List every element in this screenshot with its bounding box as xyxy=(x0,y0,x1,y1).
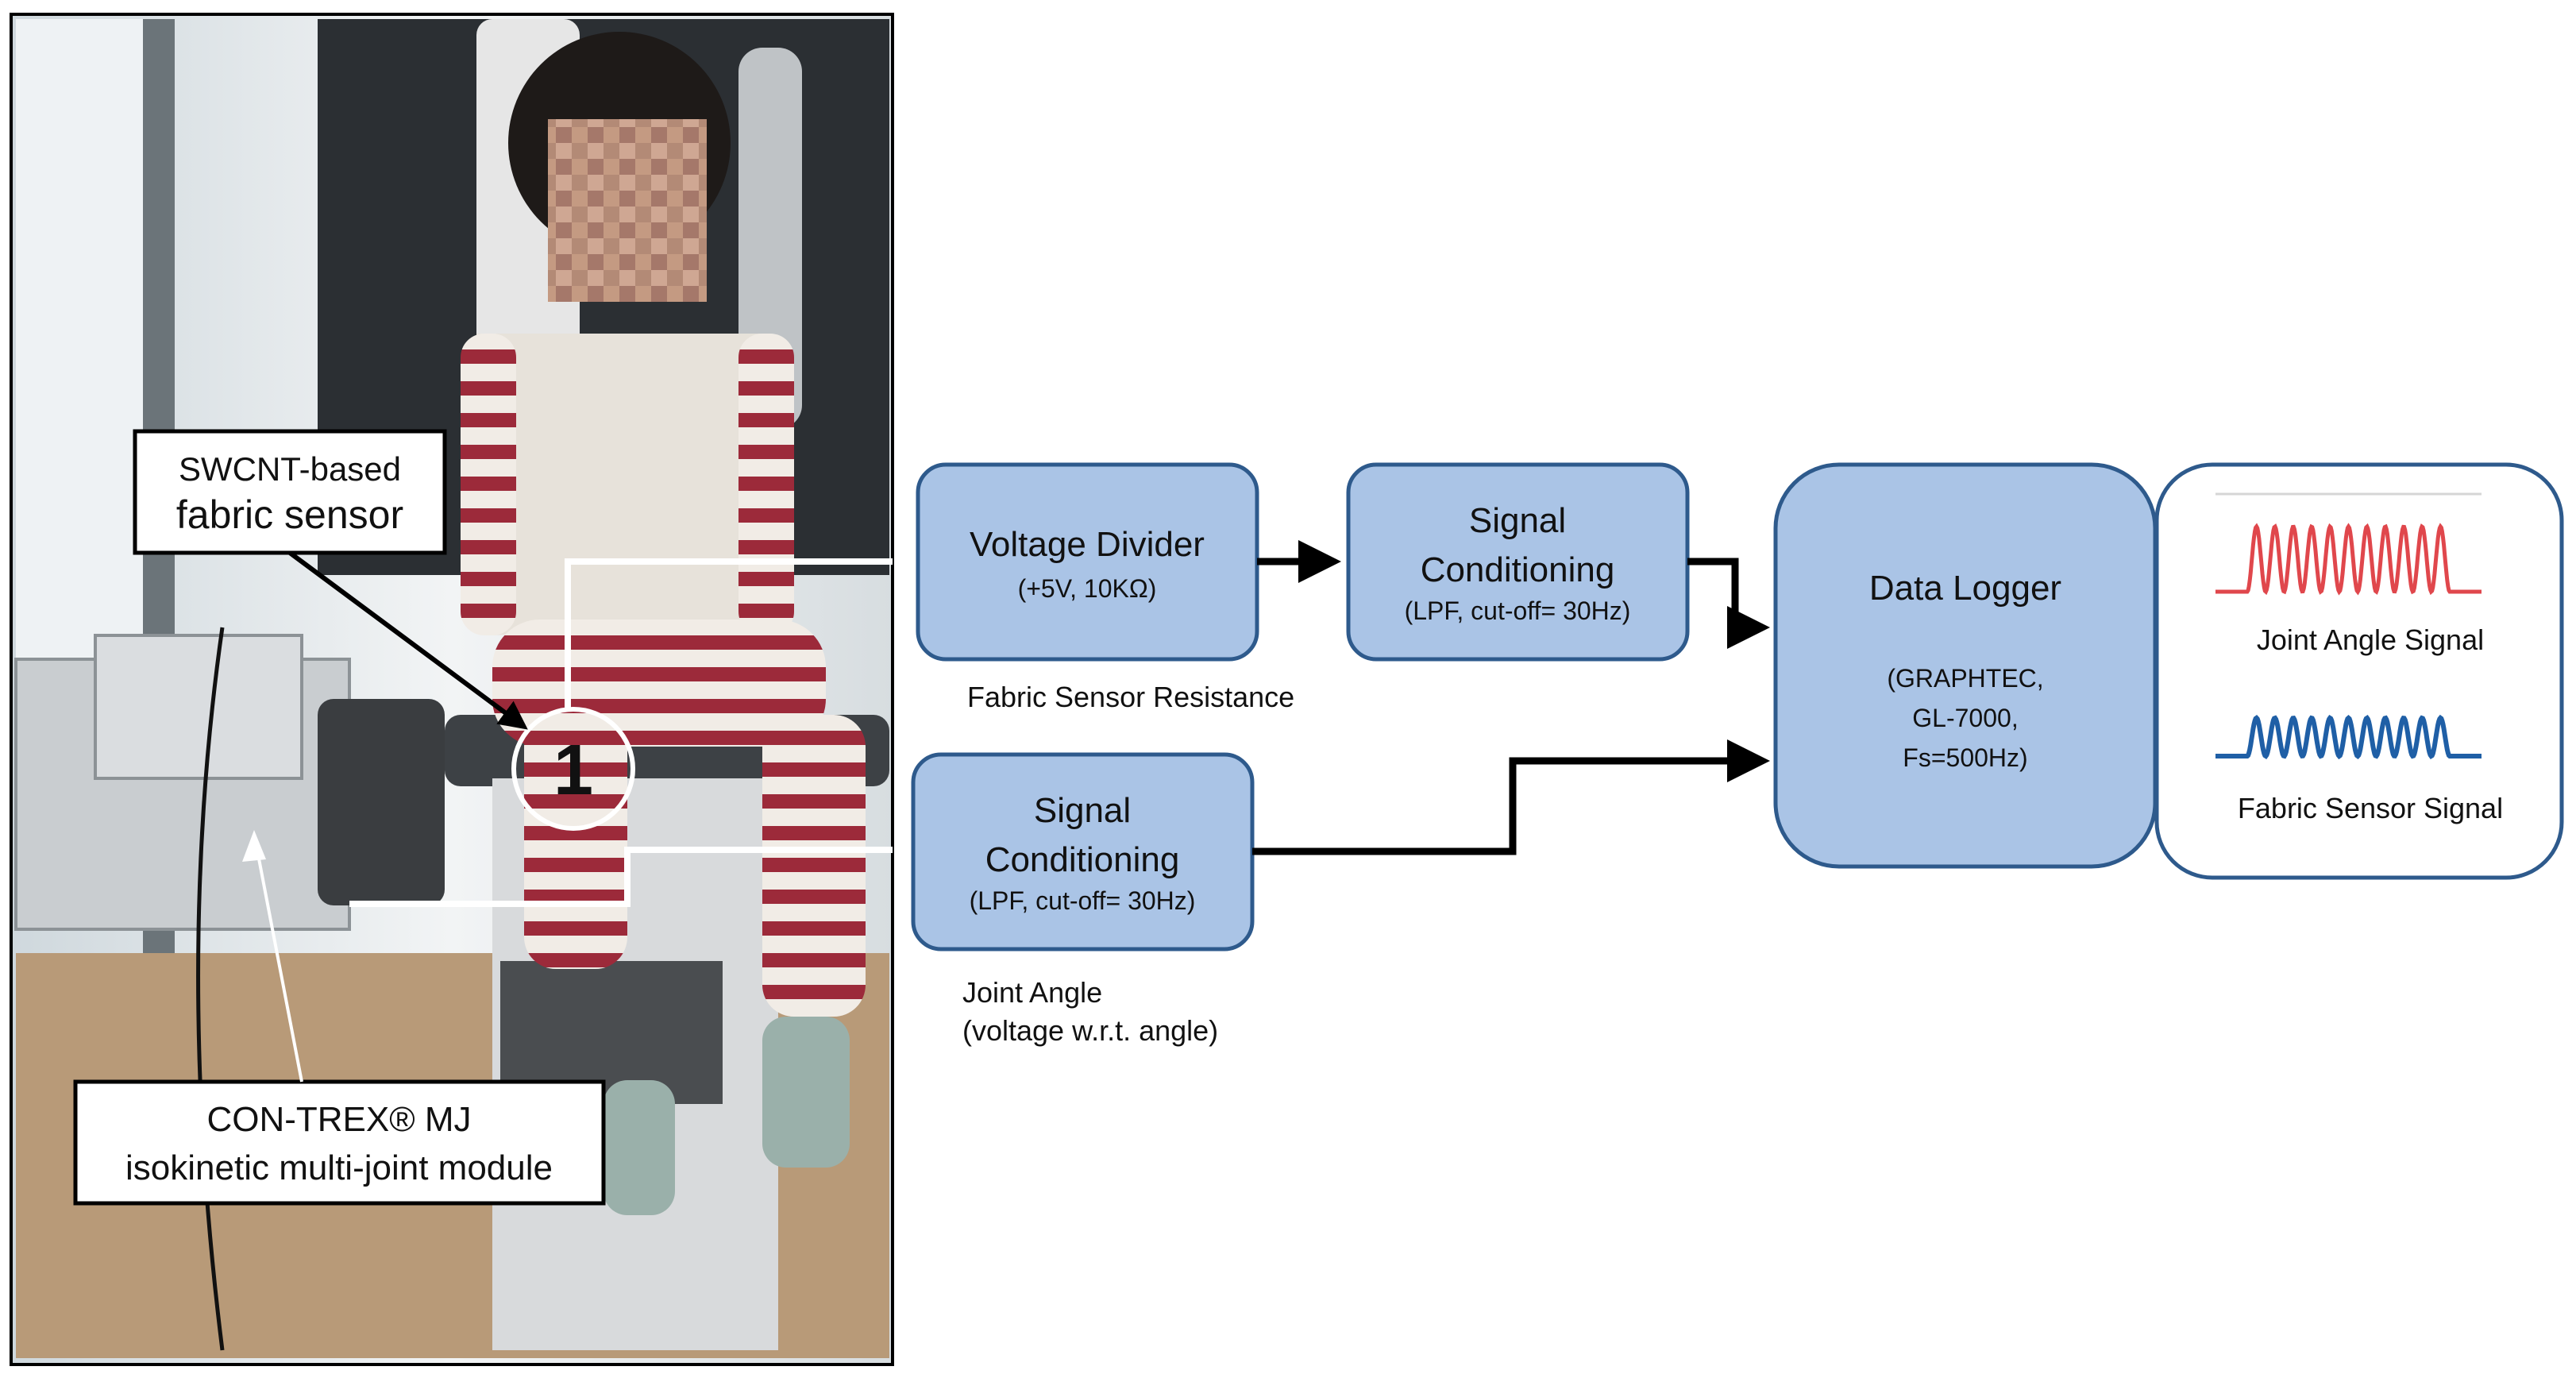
signal-conditioning-bottom-block: Signal Conditioning (LPF, cut-off= 30Hz) xyxy=(911,752,1255,951)
output-signal-box xyxy=(2154,462,2564,880)
knee-marker-number: 1 xyxy=(553,731,593,810)
joint-angle-caption-line2: (voltage w.r.t. angle) xyxy=(962,1014,1218,1047)
block-diagram: Voltage Divider (+5V, 10KΩ) Signal Condi… xyxy=(911,462,2564,1047)
sensor-label-line1: SWCNT-based xyxy=(179,450,401,488)
sock-left xyxy=(604,1080,675,1215)
cable xyxy=(196,627,225,1351)
joint-angle-signal-label: Joint Angle Signal xyxy=(2257,623,2484,656)
signal-conditioning-bottom-line2: Conditioning xyxy=(985,840,1180,879)
device-pointer xyxy=(253,833,303,1083)
voltage-divider-subtitle: (+5V, 10KΩ) xyxy=(1018,574,1157,603)
data-logger-line2: GL-7000, xyxy=(1912,704,2018,732)
device-callout-box xyxy=(73,1079,606,1206)
voltage-divider-title: Voltage Divider xyxy=(970,525,1205,564)
photo-panel: 1 SWCNT-based fabric sensor CON-TREX® MJ… xyxy=(10,13,894,1366)
data-logger-line3: Fs=500Hz) xyxy=(1903,743,2027,772)
arrow-conditioning-top-to-logger xyxy=(1687,558,1770,649)
device-pointer-head xyxy=(242,830,266,862)
machine-housing xyxy=(94,634,303,780)
sock-right xyxy=(762,1017,850,1168)
fabric-sensor-resistance-caption: Fabric Sensor Resistance xyxy=(967,681,1294,713)
blurred-face xyxy=(548,119,707,302)
torso xyxy=(476,334,778,635)
joint-angle-waveform xyxy=(2215,523,2482,596)
signal-conditioning-bottom-subtitle: (LPF, cut-off= 30Hz) xyxy=(970,886,1196,915)
output-signal-panel: Joint Angle Signal Fabric Sensor Signal xyxy=(2154,462,2564,880)
signal-conditioning-bottom-line1: Signal xyxy=(1034,791,1131,830)
device-label-line2: isokinetic multi-joint module xyxy=(125,1148,553,1187)
fabric-sensor-signal-label: Fabric Sensor Signal xyxy=(2238,792,2503,824)
voltage-divider-block: Voltage Divider (+5V, 10KΩ) xyxy=(916,462,1259,662)
arrow-conditioning-bottom-to-logger xyxy=(1252,739,1770,855)
signal-conditioning-top-subtitle: (LPF, cut-off= 30Hz) xyxy=(1405,596,1631,625)
data-logger-line1: (GRAPHTEC, xyxy=(1887,664,2043,693)
device-label-line1: CON-TREX® MJ xyxy=(206,1100,471,1139)
signal-conditioning-top-line2: Conditioning xyxy=(1421,550,1615,589)
joint-angle-caption-line1: Joint Angle xyxy=(962,976,1102,1009)
knee-circle xyxy=(511,707,635,831)
right-arm xyxy=(738,334,794,635)
connector-top xyxy=(565,558,893,709)
connector-bottom xyxy=(349,847,893,907)
lower-leg-right xyxy=(762,715,866,1017)
data-logger-title: Data Logger xyxy=(1869,569,2061,608)
sensor-label-line2: fabric sensor xyxy=(176,492,403,537)
signal-conditioning-top-block: Signal Conditioning (LPF, cut-off= 30Hz) xyxy=(1346,462,1690,662)
left-arm xyxy=(461,334,516,635)
machine-hub xyxy=(318,699,445,905)
signal-conditioning-top-line1: Signal xyxy=(1469,501,1566,540)
fabric-sensor-waveform xyxy=(2215,714,2482,760)
sensor-pointer xyxy=(288,550,528,730)
data-logger-block: Data Logger (GRAPHTEC, GL-7000, Fs=500Hz… xyxy=(1773,462,2158,869)
